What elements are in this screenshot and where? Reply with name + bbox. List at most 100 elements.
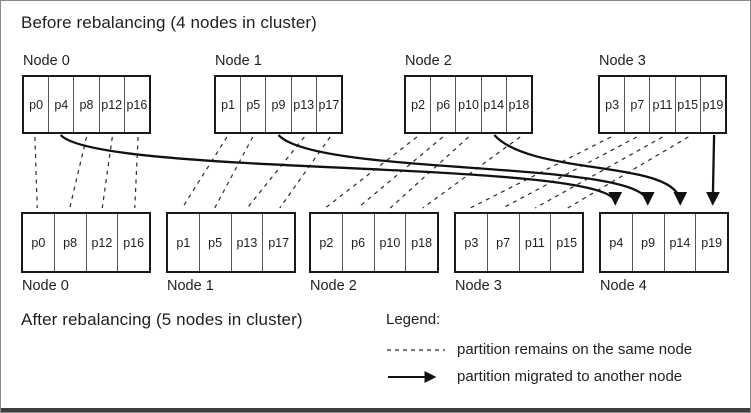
after-node-box-2: p2 p6 p10 p18 (309, 212, 439, 273)
partition-label: p11 (652, 97, 673, 112)
partition-cell: p19 (699, 77, 725, 132)
partition-cell: p10 (373, 214, 406, 271)
partition-cell: p12 (98, 77, 124, 132)
before-node-label-1: Node 1 (215, 53, 262, 69)
partition-cell: p16 (117, 214, 149, 271)
partition-cell: p17 (262, 214, 294, 271)
legend: Legend: partition remains on the same no… (386, 311, 692, 395)
partition-cell: p19 (695, 214, 727, 271)
partition-label: p19 (702, 97, 724, 112)
partition-cell: p14 (480, 77, 506, 132)
partition-label: p16 (123, 235, 145, 250)
partition-label: p7 (496, 235, 511, 250)
legend-title: Legend: (386, 311, 441, 328)
partition-cell: p13 (230, 214, 263, 271)
before-node-label-2: Node 2 (405, 53, 452, 69)
legend-label-migrated: partition migrated to another node (457, 368, 683, 385)
partition-label: p5 (208, 235, 223, 250)
partition-label: p2 (319, 235, 334, 250)
remain-line-p18 (422, 136, 521, 209)
partition-cell: p6 (341, 214, 374, 271)
partition-label: p11 (524, 235, 545, 250)
remain-connections (34, 136, 689, 209)
partition-label: p6 (436, 97, 451, 112)
remain-line-p6 (357, 136, 444, 209)
partition-cell: p13 (290, 77, 316, 132)
partition-cell: p12 (85, 214, 118, 271)
partition-label: p13 (293, 97, 315, 112)
dashed-line-icon (387, 348, 445, 351)
partition-cell: p5 (240, 77, 265, 132)
legend-item-migrated: partition migrated to another node (386, 368, 692, 385)
partition-label: p7 (630, 97, 645, 112)
migration-arrow-p9 (277, 134, 655, 206)
after-node-label-2: Node 2 (310, 278, 357, 294)
partition-cell: p9 (265, 77, 290, 132)
solid-arrow-icon (388, 370, 437, 383)
partition-label: p3 (464, 235, 479, 250)
partition-cell: p2 (311, 214, 342, 271)
partition-label: p12 (101, 97, 123, 112)
after-node-box-3: p3 p7 p11 p15 (454, 212, 584, 273)
partition-cell: p18 (405, 214, 437, 271)
partition-cell: p0 (24, 77, 48, 132)
partition-label: p0 (31, 235, 46, 250)
partition-cell: p11 (649, 77, 674, 132)
partition-cell: p3 (456, 214, 487, 271)
remain-line-p10 (389, 136, 469, 209)
partition-cell: p4 (48, 77, 73, 132)
partition-cell: p0 (23, 214, 54, 271)
remain-line-p15 (567, 136, 689, 209)
remain-line-p2 (324, 136, 418, 209)
partition-label: p0 (29, 97, 44, 112)
partition-cell: p17 (315, 77, 341, 132)
partition-label: p10 (379, 235, 401, 250)
remain-line-p0 (34, 136, 38, 209)
partition-cell: p8 (53, 214, 86, 271)
after-node-box-1: p1 p5 p13 p17 (166, 212, 296, 273)
after-node-label-4: Node 4 (600, 278, 647, 294)
partition-cell: p18 (505, 77, 531, 132)
partition-label: p18 (508, 97, 530, 112)
partition-label: p1 (176, 235, 191, 250)
partition-cell: p8 (73, 77, 98, 132)
partition-label: p15 (677, 97, 699, 112)
partition-cell: p3 (600, 77, 624, 132)
partition-cell: p1 (216, 77, 240, 132)
partition-cell: p5 (198, 214, 231, 271)
after-title: After rebalancing (5 nodes in cluster) (21, 310, 303, 329)
legend-item-remains: partition remains on the same node (386, 341, 692, 358)
partition-label: p4 (609, 235, 624, 250)
migration-arrow-p4 (59, 134, 623, 206)
partition-label: p14 (483, 97, 505, 112)
remain-line-p8 (69, 136, 88, 209)
partition-label: p12 (91, 235, 113, 250)
partition-label: p10 (458, 97, 479, 112)
migration-connections (59, 134, 720, 206)
partition-label: p16 (126, 97, 148, 112)
partition-cell: p7 (486, 214, 519, 271)
partition-cell: p15 (550, 214, 582, 271)
partition-cell: p16 (123, 77, 149, 132)
migration-arrow-p19 (706, 134, 720, 206)
partition-label: p8 (79, 97, 94, 112)
partition-cell: p9 (631, 214, 664, 271)
remain-line-p7 (502, 136, 637, 209)
legend-label-remains: partition remains on the same node (457, 341, 693, 358)
partition-label: p17 (268, 235, 290, 250)
partition-cell: p14 (663, 214, 696, 271)
partition-cell: p4 (601, 214, 632, 271)
before-title: Before rebalancing (4 nodes in cluster) (21, 13, 317, 32)
partition-cell: p2 (406, 77, 430, 132)
remain-line-p3 (469, 136, 612, 209)
partition-label: p4 (54, 97, 69, 112)
after-node-label-0: Node 0 (22, 278, 69, 294)
partition-cell: p11 (518, 214, 551, 271)
partition-cell: p1 (168, 214, 199, 271)
partition-label: p8 (63, 235, 78, 250)
